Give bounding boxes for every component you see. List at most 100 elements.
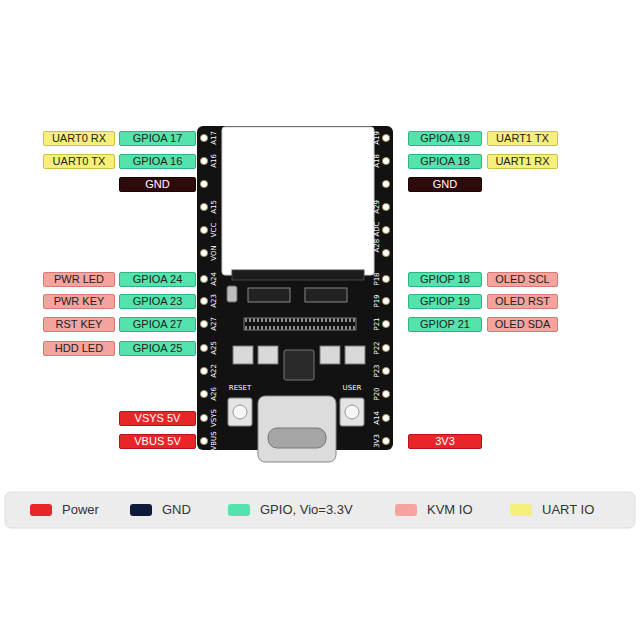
pin-pad [200,437,207,444]
gpio-pill: GPIOP 21 [408,317,482,332]
pin-pad [200,157,207,164]
pin-pad [382,203,389,210]
pin-label: GND [433,178,457,191]
legend-text: KVM IO [427,502,473,518]
pin-silkscreen: VON [210,245,218,260]
pin-pad [200,320,207,327]
pin-silkscreen: P21 [373,317,381,330]
pin-silkscreen: P18 [373,272,381,285]
gpio-pill: GPIOA 17 [119,131,196,146]
button-silkscreen: USER [343,384,362,392]
pin-silkscreen: A14 [373,411,381,425]
pin-pad [382,390,389,397]
legend-swatch [510,504,532,516]
pin-label: GPIOP 21 [420,318,470,331]
pin-silkscreen: A23 [210,294,218,308]
pin-pad [200,180,207,187]
pin-silkscreen: P22 [373,341,381,354]
gnd-pill: GND [408,177,482,192]
kvm-pill: OLED RST [487,294,558,309]
component [258,346,278,364]
pin-label: OLED SDA [495,318,551,331]
fpc-connector [244,318,356,330]
pin-pad [382,275,389,282]
kvm-pill: RST KEY [43,317,115,332]
pin-pad [200,275,207,282]
pin-pad [382,226,389,233]
pin-silkscreen: P19 [373,294,381,307]
pin-pad [382,157,389,164]
gpio-pill: GPIOA 18 [408,154,482,169]
uart-pill: UART0 RX [43,131,115,146]
pin-silkscreen: A17 [210,131,218,145]
pin-pad [200,134,207,141]
pin-silkscreen: A15 [210,200,218,214]
pin-silkscreen: VCC [210,223,218,238]
gpio-pill: GPIOA 23 [119,294,196,309]
pin-label: VBUS 5V [134,435,180,448]
kvm-pill: OLED SCL [487,272,558,287]
component [233,346,253,364]
kvm-pill: HDD LED [43,341,115,356]
pin-label: PWR KEY [54,295,105,308]
pin-pad [200,297,207,304]
gpio-pill: GPIOA 19 [408,131,482,146]
pin-label: UART0 TX [53,155,106,168]
pin-pad [200,367,207,374]
power-pill: VBUS 5V [119,434,196,449]
pin-silkscreen: A28 ADC [373,222,381,253]
usb-c-connector [258,396,336,462]
component [248,288,290,302]
pin-pad [382,344,389,351]
pin-pad [200,390,207,397]
pin-silkscreen: A18 [373,154,381,168]
pin-pad [200,344,207,351]
pin-silkscreen: A22 [210,364,218,378]
power-pill: VSYS 5V [119,411,196,426]
pin-pad [382,180,389,187]
reset-button [228,398,252,426]
component [320,346,340,364]
chip [284,350,314,380]
pin-silkscreen: A29 [373,200,381,214]
component [345,346,365,364]
module-shield [222,127,374,275]
pin-pad [200,414,207,421]
pin-label: GPIOP 18 [420,273,470,286]
gpio-pill: GPIOA 25 [119,341,196,356]
pin-pad [382,437,389,444]
pin-label: GPIOA 18 [420,155,470,168]
pin-pad [200,226,207,233]
pin-pad [382,320,389,327]
pin-label: GND [145,178,169,191]
pin-label: OLED RST [495,295,550,308]
legend-bar [5,492,635,528]
module-edge [232,270,364,280]
pin-pad [382,367,389,374]
pin-silkscreen: A27 [210,317,218,331]
pin-label: GPIOA 27 [133,318,183,331]
gpio-pill: GPIOP 19 [408,294,482,309]
pin-label: GPIOA 23 [133,295,183,308]
pin-label: GPIOA 16 [133,155,183,168]
legend-text: UART IO [542,502,594,518]
pin-silkscreen: VSYS [210,409,218,427]
component [305,288,347,302]
legend-swatch [130,504,152,516]
pin-silkscreen: A19 [373,131,381,145]
pin-pads [200,134,389,444]
pin-label: 3V3 [435,435,455,448]
pin-silkscreen: 3V3 [373,434,381,448]
pin-label: GPIOA 17 [133,132,183,145]
power-pill: 3V3 [408,434,482,449]
pin-silkscreen: P23 [373,364,381,377]
legend-swatch [30,504,52,516]
gpio-pill: GPIOA 16 [119,154,196,169]
gpio-pill: GPIOP 18 [408,272,482,287]
pin-pad [382,249,389,256]
pin-label: GPIOA 25 [133,342,183,355]
pin-label: UART1 RX [495,155,549,168]
legend-text: Power [62,502,99,518]
user-button [340,398,364,426]
button-silkscreen: RESET [229,384,251,392]
